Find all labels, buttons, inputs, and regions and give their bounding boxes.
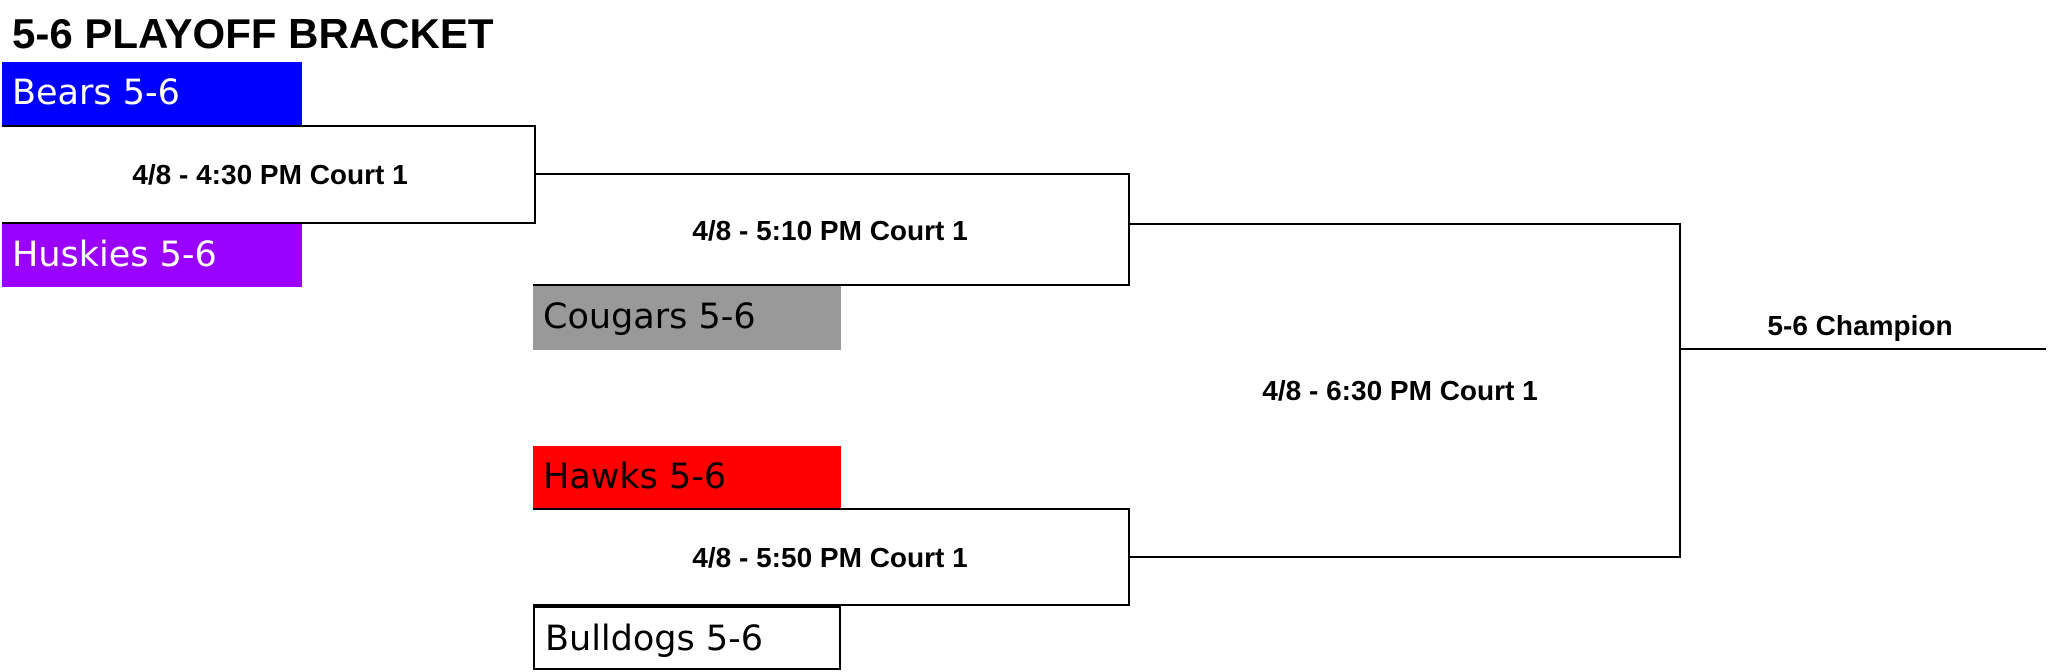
bracket-line-semi2-top	[533, 508, 1130, 510]
champion-label: 5-6 Champion	[1767, 310, 1953, 341]
team-cougars: Cougars 5-6	[533, 286, 841, 350]
game-label-semifinal2: 4/8 - 5:50 PM Court 1	[692, 542, 968, 573]
bracket-line-round1-bottom	[2, 222, 536, 224]
bracket-line-semi1-join	[1128, 173, 1130, 286]
bracket-line-semi1-bottom	[533, 284, 1130, 286]
team-huskies: Huskies 5-6	[2, 224, 302, 287]
team-bears: Bears 5-6	[2, 62, 302, 126]
bracket-line-semi1-top	[534, 173, 1130, 175]
bracket-line-champion	[1679, 348, 2046, 350]
bracket-line-final-join	[1679, 223, 1681, 558]
team-hawks: Hawks 5-6	[533, 446, 841, 510]
game-label-round1: 4/8 - 4:30 PM Court 1	[132, 159, 408, 190]
game-label-semifinal1: 4/8 - 5:10 PM Court 1	[692, 215, 968, 246]
bracket-line-semi2-bottom	[533, 604, 1130, 606]
bracket-line-round1-top	[2, 125, 536, 127]
game-label-final: 4/8 - 6:30 PM Court 1	[1262, 375, 1538, 406]
team-bulldogs: Bulldogs 5-6	[533, 606, 841, 670]
bracket-line-final-bottom	[1128, 556, 1681, 558]
bracket-title: 5-6 PLAYOFF BRACKET	[12, 10, 494, 57]
bracket-line-final-top	[1128, 223, 1681, 225]
